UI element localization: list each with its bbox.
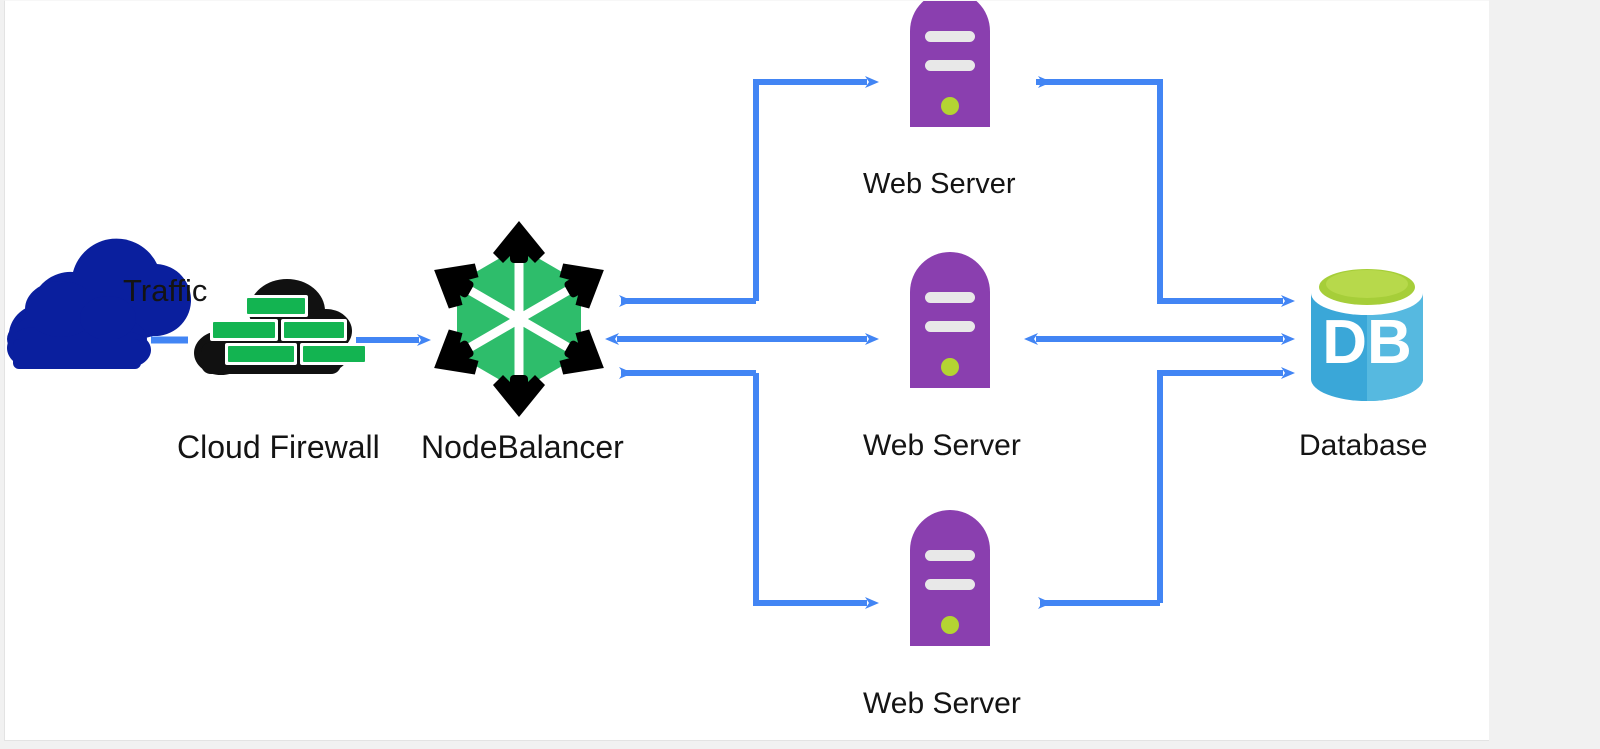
edge-balancer-ws3	[753, 373, 879, 609]
cloud-icon	[7, 238, 192, 369]
database-badge-text: DB	[1322, 308, 1412, 377]
firewall-brick-wall	[210, 295, 368, 365]
label-webserver2: Web Server	[863, 429, 1021, 462]
edge-ws3-database	[1157, 367, 1295, 603]
server-icon-webserver3	[910, 510, 990, 646]
edge-balancer-ws1	[753, 76, 879, 301]
diagram-canvas: DB Traffic Cloud Firewall NodeBalancer W…	[4, 0, 1489, 741]
label-webserver1: Web Server	[863, 168, 1016, 200]
architecture-diagram: DB	[7, 1, 1423, 646]
connector-layer	[151, 76, 1295, 609]
server-icon-webserver1	[910, 1, 990, 127]
label-cloud-firewall: Cloud Firewall	[177, 429, 380, 465]
server-icon-webserver2	[910, 252, 990, 388]
label-nodebalancer: NodeBalancer	[421, 429, 624, 465]
edge-ws1-database	[1036, 79, 1295, 307]
firewall-icon	[194, 279, 368, 375]
nodebalancer-icon	[434, 221, 604, 417]
database-icon: DB	[1311, 269, 1423, 401]
label-traffic: Traffic	[123, 273, 208, 308]
label-database: Database	[1299, 429, 1428, 462]
label-webserver3: Web Server	[863, 687, 1021, 720]
